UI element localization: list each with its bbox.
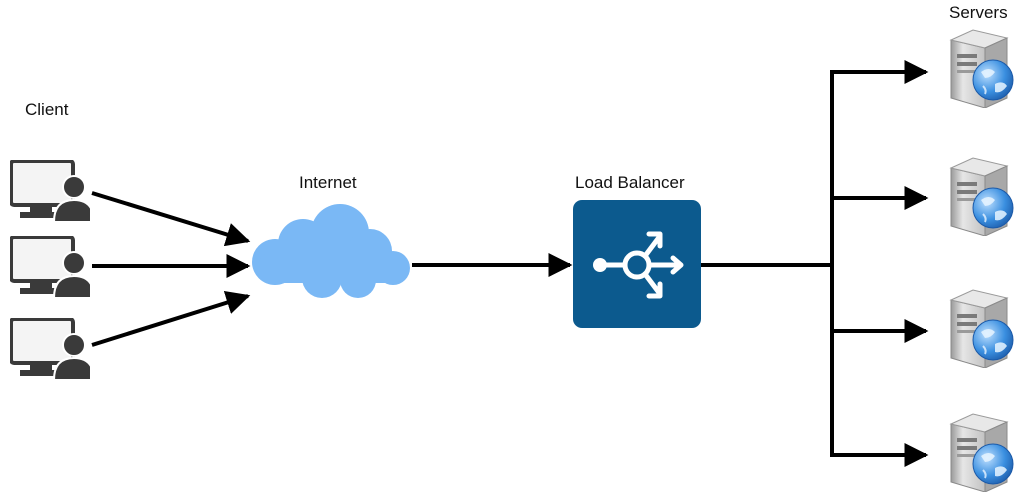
load-balancer-label: Load Balancer (575, 173, 685, 192)
client-1-to-internet-arrow (91, 191, 251, 247)
load-balancer-icon (573, 200, 701, 328)
server-distribution-lines (701, 72, 834, 455)
servers-label: Servers (949, 3, 1008, 22)
internet-label: Internet (299, 173, 357, 192)
client-icon-3 (10, 318, 90, 380)
client-icon-1 (10, 160, 90, 222)
server-icon-4 (950, 413, 1014, 492)
server-icon-3 (950, 289, 1014, 368)
server-icon-1 (950, 29, 1014, 108)
client-icon-2 (10, 236, 90, 298)
server-icon-2 (950, 157, 1014, 236)
cloud-icon (252, 204, 410, 298)
client-3-to-internet-arrow (91, 291, 251, 347)
client-label: Client (25, 100, 69, 119)
